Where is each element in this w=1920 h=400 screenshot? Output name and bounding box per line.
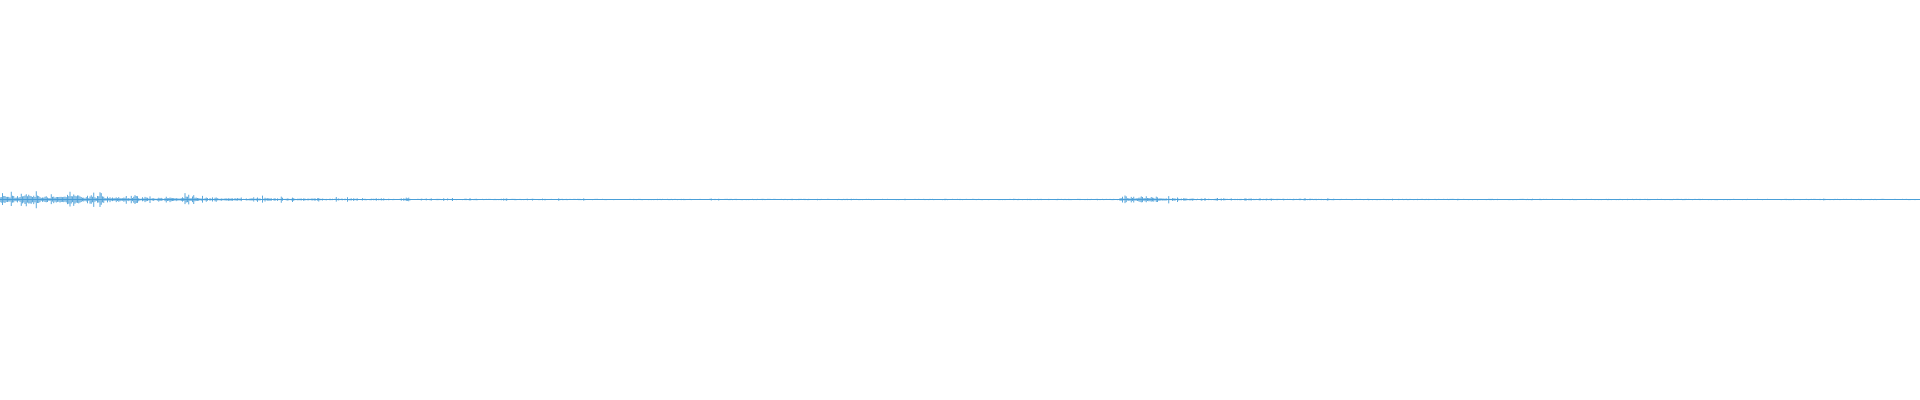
waveform-bars [0,191,1918,209]
waveform-path [0,191,1918,209]
